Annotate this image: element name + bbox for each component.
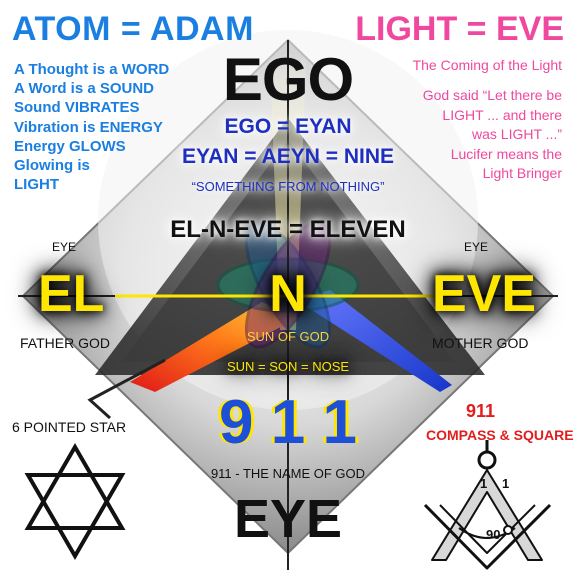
something-from-nothing: “SOMETHING FROM NOTHING” <box>191 179 385 194</box>
eye-right: EYE <box>464 240 489 254</box>
compass-and-square <box>423 440 552 570</box>
el-heading: EL <box>38 265 105 323</box>
sun-of-god: SUN OF GOD <box>246 329 330 344</box>
pointer-line <box>87 358 166 420</box>
thought-line: A Word is a SOUND <box>14 80 155 98</box>
thought-line: Energy GLOWS <box>14 137 126 155</box>
name-of-god: 911 - THE NAME OF GOD <box>210 466 366 481</box>
compass-ninety: 90 <box>486 527 501 542</box>
thought-line: Vibration is ENERGY <box>14 118 163 136</box>
lucifer-line: was LIGHT ...” <box>472 126 562 142</box>
lucifer-line: Lucifer means the <box>450 145 562 162</box>
nine-one-one-big: 9 1 1 <box>0 392 576 454</box>
eve-heading: EVE <box>432 265 537 323</box>
eye-bottom: EYE <box>233 489 343 549</box>
thought-line: A Thought is a WORD <box>14 61 170 78</box>
lucifer-line: Light Bringer <box>482 165 562 181</box>
star-label: 6 POINTED STAR <box>12 419 127 435</box>
compass-one-right: 1 <box>502 476 510 491</box>
thought-line: Sound VIBRATES <box>14 99 140 117</box>
mother-god: MOTHER GOD <box>432 335 529 351</box>
red-beam <box>130 302 298 392</box>
blue-beam <box>296 290 452 392</box>
lucifer-line: God said “Let there be <box>422 87 562 103</box>
lucifer-line: LIGHT ... and there <box>442 106 562 123</box>
atom-adam-title: ATOM = ADAM <box>12 10 254 48</box>
lucifer-text: God said “Let there be LIGHT ... and the… <box>423 86 562 184</box>
eleven-heading: EL-N-EVE = ELEVEN <box>170 216 406 243</box>
coming-of-light: The Coming of the Light <box>412 57 562 73</box>
compass-911: 911 <box>466 401 496 421</box>
sun-son-nose: SUN = SON = NOSE <box>226 359 350 374</box>
thought-list: A Thought is a WORD A Word is a SOUND So… <box>14 60 169 194</box>
compass-square-label: COMPASS & SQUARE <box>426 427 574 443</box>
ego-eyan: EGO = EYAN <box>224 115 352 138</box>
thought-line: LIGHT <box>14 176 59 194</box>
nine-one-one-text: 9 1 1 <box>219 388 357 457</box>
father-god: FATHER GOD <box>20 335 110 351</box>
thought-line: Glowing is <box>14 157 90 175</box>
six-pointed-star <box>24 443 126 560</box>
light-eve-title: LIGHT = EVE <box>355 10 564 48</box>
n-heading: N <box>269 265 307 323</box>
eyan-nine: EYAN = AEYN = NINE <box>181 145 395 168</box>
compass-one-left: 1 <box>480 476 488 491</box>
ego-heading: EGO <box>222 46 354 113</box>
eye-left: EYE <box>52 240 77 254</box>
